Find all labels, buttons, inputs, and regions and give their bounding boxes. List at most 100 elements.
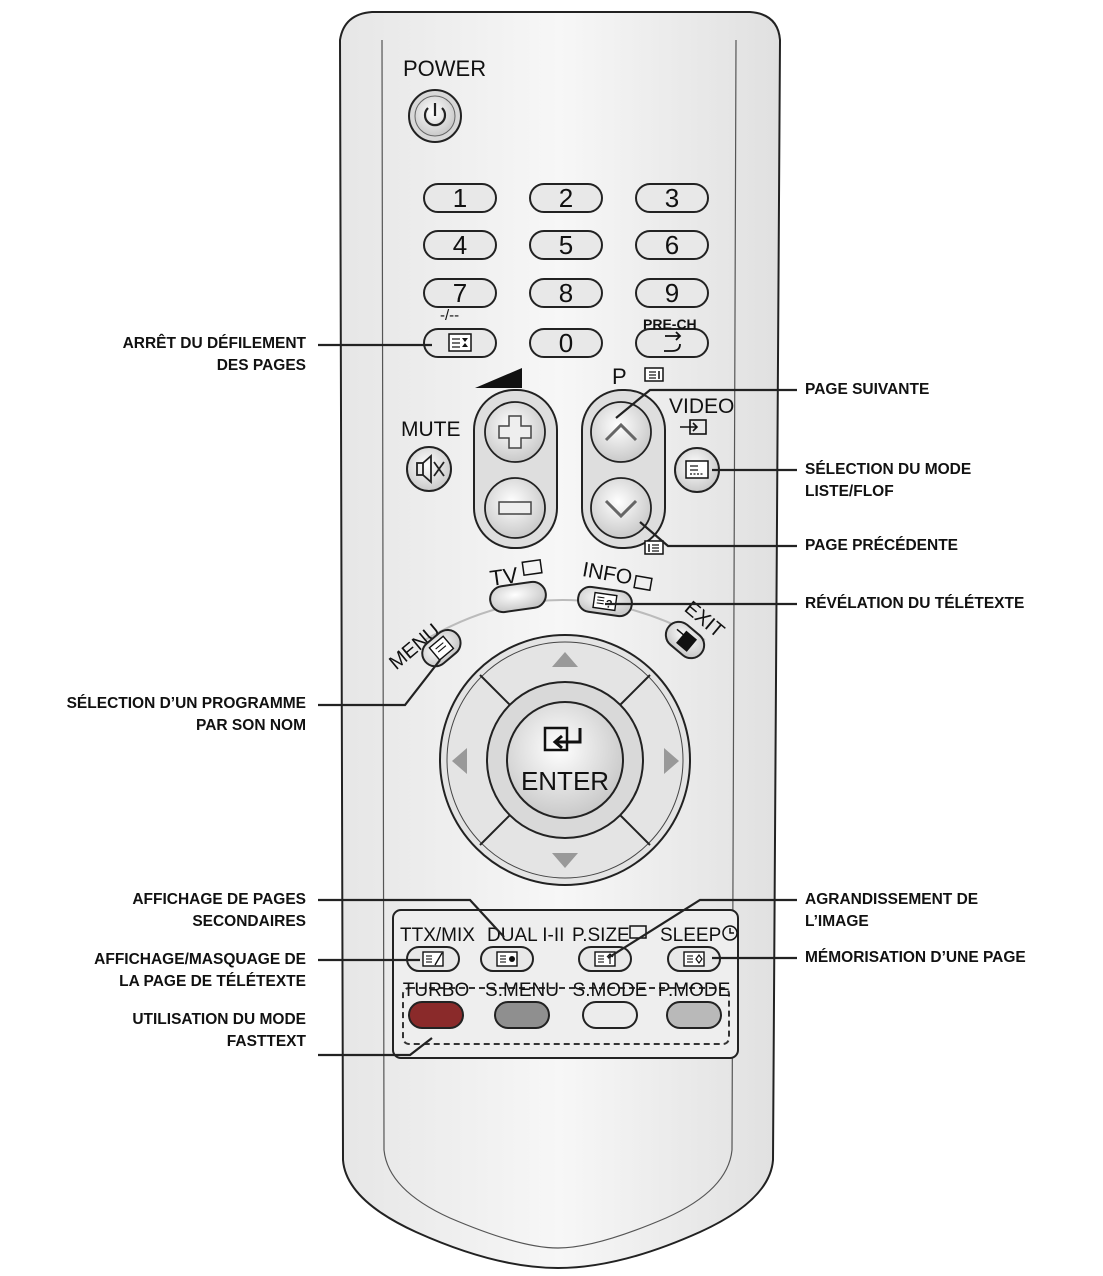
callout-line: SÉLECTION D’UN PROGRAMME (66, 695, 306, 712)
color-key-label: P.MODE (658, 980, 731, 1001)
digit-button-7[interactable]: 7 (423, 278, 497, 308)
blue-key-button[interactable] (666, 1001, 722, 1029)
digit-label: 9 (665, 278, 679, 308)
video-source-icon (680, 419, 707, 435)
digit-button-4[interactable]: 4 (423, 230, 497, 260)
callout-line: PAR SON NOM (196, 717, 306, 734)
prech-label: PRE-CH (643, 316, 697, 332)
digit-label: 0 (559, 328, 573, 358)
digit-button-2[interactable]: 2 (529, 183, 603, 213)
arc-guide (424, 599, 706, 641)
enter-icon (543, 726, 582, 752)
menu-button[interactable] (417, 625, 466, 672)
callout-selection-programme: SÉLECTION D’UN PROGRAMME PAR SON NOM (67, 693, 306, 737)
prech-button[interactable] (635, 328, 709, 358)
size-button[interactable] (578, 946, 632, 972)
down-arrow-icon[interactable] (552, 853, 578, 868)
digit-label: 5 (559, 230, 573, 260)
digit-button-8[interactable]: 8 (529, 278, 603, 308)
callout-line: PAGE PRÉCÉDENTE (805, 537, 959, 554)
callout-page-precedente: PAGE PRÉCÉDENTE (805, 535, 958, 557)
mute-label: MUTE (401, 418, 461, 441)
leader-lines (318, 343, 797, 1057)
right-arrow-icon[interactable] (664, 748, 679, 774)
callout-agrandissement: AGRANDISSEMENT DE L’IMAGE (805, 889, 978, 933)
red-key-button[interactable] (408, 1001, 464, 1029)
exit-icon (676, 628, 698, 652)
teletext-icon (594, 951, 616, 967)
page-prev-icon (644, 540, 664, 555)
hold-button[interactable] (423, 328, 497, 358)
channel-up-button[interactable] (590, 401, 652, 463)
exit-button[interactable] (661, 617, 710, 664)
green-key-button[interactable] (494, 1001, 550, 1029)
digit-button-9[interactable]: 9 (635, 278, 709, 308)
teletext-icon (683, 951, 705, 967)
digit-label: 6 (665, 230, 679, 260)
sub-page-button[interactable] (480, 946, 534, 972)
digit-button-1[interactable]: 1 (423, 183, 497, 213)
remote-body-inner-edge (381, 39, 737, 1249)
digit-label: 4 (453, 230, 467, 260)
chevron-up-icon (604, 422, 638, 442)
digit-button-6[interactable]: 6 (635, 230, 709, 260)
color-key-label: S.MODE (573, 980, 648, 1001)
power-icon (423, 103, 447, 127)
function-label: TTX/MIX (400, 925, 475, 946)
enter-button[interactable]: ENTER (486, 681, 644, 839)
volume-up-button[interactable] (484, 401, 546, 463)
callout-page-suivante: PAGE SUIVANTE (805, 379, 929, 401)
callout-memorisation: MÉMORISATION D’UNE PAGE (805, 947, 1026, 969)
page-next-icon (644, 367, 664, 382)
hold-page-icon (448, 333, 472, 352)
callout-line: SECONDAIRES (192, 913, 306, 930)
digit-button-0[interactable]: 0 (529, 328, 603, 358)
callout-line: L’IMAGE (805, 913, 869, 930)
mute-button[interactable] (406, 446, 452, 492)
fasttext-dashed-box (402, 987, 730, 1045)
power-label: POWER (403, 56, 486, 81)
left-arrow-icon[interactable] (452, 748, 467, 774)
function-label: SLEEP (660, 925, 721, 946)
tv-screen-icon (521, 558, 543, 577)
list-flof-button[interactable] (674, 447, 720, 493)
power-button[interactable] (408, 89, 462, 143)
digit-label: 7 (453, 278, 467, 308)
callout-line: MÉMORISATION D’UNE PAGE (805, 949, 1026, 966)
callout-line: PAGE SUIVANTE (805, 381, 930, 398)
volume-down-button[interactable] (484, 477, 546, 539)
up-arrow-icon[interactable] (552, 652, 578, 667)
list-flof-icon (685, 460, 709, 479)
plus-icon (498, 415, 532, 449)
callout-affichage-masquage: AFFICHAGE/MASQUAGE DE LA PAGE DE TÉLÉTEX… (94, 949, 306, 993)
tv-button[interactable] (488, 580, 547, 614)
callout-line: DES PAGES (216, 357, 306, 374)
digit-label: 1 (453, 183, 467, 213)
dash-label: -/-- (440, 307, 459, 324)
color-key-label: TURBO (403, 980, 470, 1001)
digit-label: 2 (559, 183, 573, 213)
teletext-icon (422, 951, 444, 967)
channel-down-button[interactable] (590, 477, 652, 539)
function-label: P.SIZE (572, 925, 630, 946)
volume-ramp-icon (475, 368, 522, 388)
digit-button-5[interactable]: 5 (529, 230, 603, 260)
callout-arret-defilement: ARRÊT DU DÉFILEMENT DES PAGES (123, 333, 306, 377)
video-label: VIDEO (669, 395, 734, 418)
digit-button-3[interactable]: 3 (635, 183, 709, 213)
reveal-button[interactable]: ? (576, 585, 633, 618)
enter-label: ENTER (521, 766, 609, 796)
chevron-down-icon (604, 499, 638, 519)
ttx-mix-button[interactable] (406, 946, 460, 972)
callout-line: RÉVÉLATION DU TÉLÉTEXTE (805, 595, 1025, 612)
mute-icon (416, 454, 445, 484)
yellow-key-button[interactable] (582, 1001, 638, 1029)
channel-label: P (612, 364, 627, 389)
callout-line: FASTTEXT (226, 1033, 306, 1050)
teletext-icon (496, 951, 518, 967)
callout-line: ARRÊT DU DÉFILEMENT (122, 335, 306, 352)
function-panel (392, 909, 739, 1059)
info-screen-icon (633, 574, 653, 592)
